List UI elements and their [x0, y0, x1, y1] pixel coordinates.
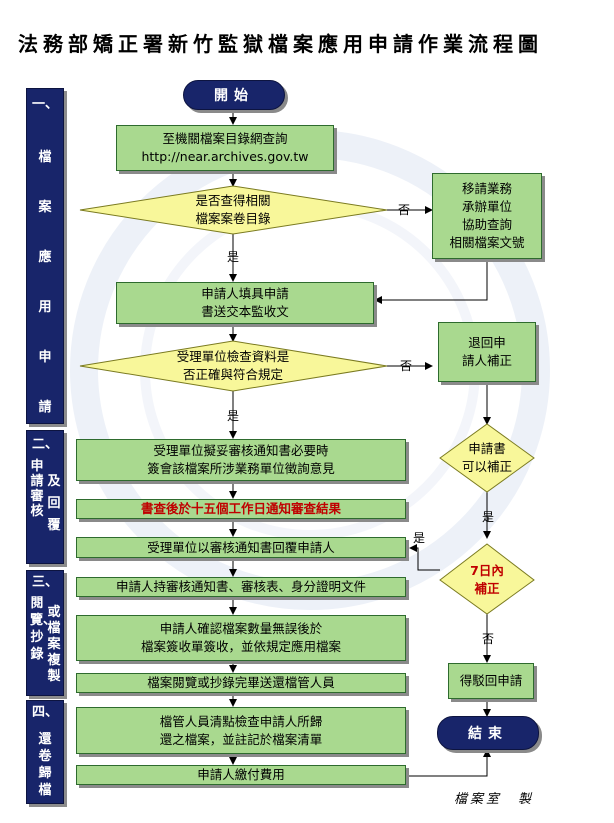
- step-fill-form: 申請人填具申請 書送交本監收文: [116, 282, 374, 324]
- step-return-fix: 退回申 請人補正: [438, 322, 536, 382]
- footer-note: 檔案室 製: [453, 792, 534, 807]
- section-band-apply: 一、 檔案應用申請: [26, 88, 64, 424]
- label-yes: 是: [482, 510, 495, 524]
- label-yes: 是: [413, 531, 426, 545]
- decision-7days: 7日內 補正: [450, 558, 524, 602]
- section-number: 三、: [31, 575, 58, 590]
- section-number: 四、: [31, 705, 58, 720]
- section-number: 二、: [31, 437, 58, 452]
- step-reject: 得駁回申請: [448, 663, 534, 699]
- step-reply-applicant: 受理單位以審核通知書回覆申請人: [76, 537, 406, 558]
- label-no: 否: [400, 359, 413, 373]
- decision-shape-found: [79, 185, 388, 235]
- step-confirm-sign: 申請人確認檔案數量無誤後於 檔案簽收單簽收，並依規定應用檔案: [76, 615, 406, 661]
- step-notify-review: 書查後於十五個工作日通知審查結果: [76, 499, 406, 519]
- section-subtitle: 或檔案複製: [47, 605, 61, 684]
- section-band-access: 三、 閱覽、抄錄 或檔案複製: [26, 570, 64, 696]
- decision-check: 受理單位檢查資料是 否正確與符合規定: [176, 349, 290, 382]
- section-number: 一、: [31, 97, 58, 112]
- label-yes: 是: [227, 250, 240, 264]
- step-archive-check: 檔管人員清點檢查申請人所歸 還之檔案，並註記於檔案清單: [76, 707, 406, 754]
- step-pay-fee: 申請人繳付費用: [76, 765, 406, 785]
- step-return-archives: 檔案閱覽或抄錄完畢送還檔管人員: [76, 673, 406, 693]
- section-title: 還卷歸檔: [38, 732, 52, 798]
- step-bring-docs: 申請人持審核通知書、審核表、身分證明文件: [76, 577, 406, 597]
- decision-found: 是否查得相關 檔案案卷目錄: [195, 193, 271, 226]
- decision-7days-line1: 7日內: [470, 563, 504, 578]
- decision-shape-check: [79, 340, 388, 392]
- decision-shape-can-fix: [439, 423, 535, 493]
- section-band-archive: 四、 還卷歸檔: [26, 700, 64, 804]
- label-no: 否: [398, 203, 411, 217]
- step-notify-review-text: 書查後於十五個工作日通知審查結果: [140, 501, 341, 516]
- step-review-draft: 受理單位擬妥審核通知書必要時 簽會該檔案所涉業務單位徵詢意見: [76, 439, 406, 481]
- section-band-review: 二、 申請審核 及回覆: [26, 430, 64, 564]
- section-title: 申請審核: [30, 459, 44, 519]
- page-title: 法務部矯正署新竹監獄檔案應用申請作業流程圖: [18, 32, 543, 56]
- step-query-catalog: 至機關檔案目錄網查詢 http://near.archives.gov.tw: [116, 125, 334, 171]
- end-terminal: 結束: [437, 716, 539, 750]
- section-title: 檔案應用申請: [38, 150, 52, 415]
- label-yes: 是: [227, 409, 240, 423]
- decision-can-fix: 申請書 可以補正: [461, 441, 512, 474]
- start-terminal: 開始: [183, 80, 285, 110]
- decision-shape-7days: [439, 543, 535, 615]
- section-subtitle: 及回覆: [47, 474, 61, 533]
- step-transfer: 移請業務 承辦單位 協助查詢 相關檔案文號: [432, 173, 542, 259]
- decision-7days-line2: 補正: [474, 581, 500, 596]
- label-no: 否: [482, 632, 495, 646]
